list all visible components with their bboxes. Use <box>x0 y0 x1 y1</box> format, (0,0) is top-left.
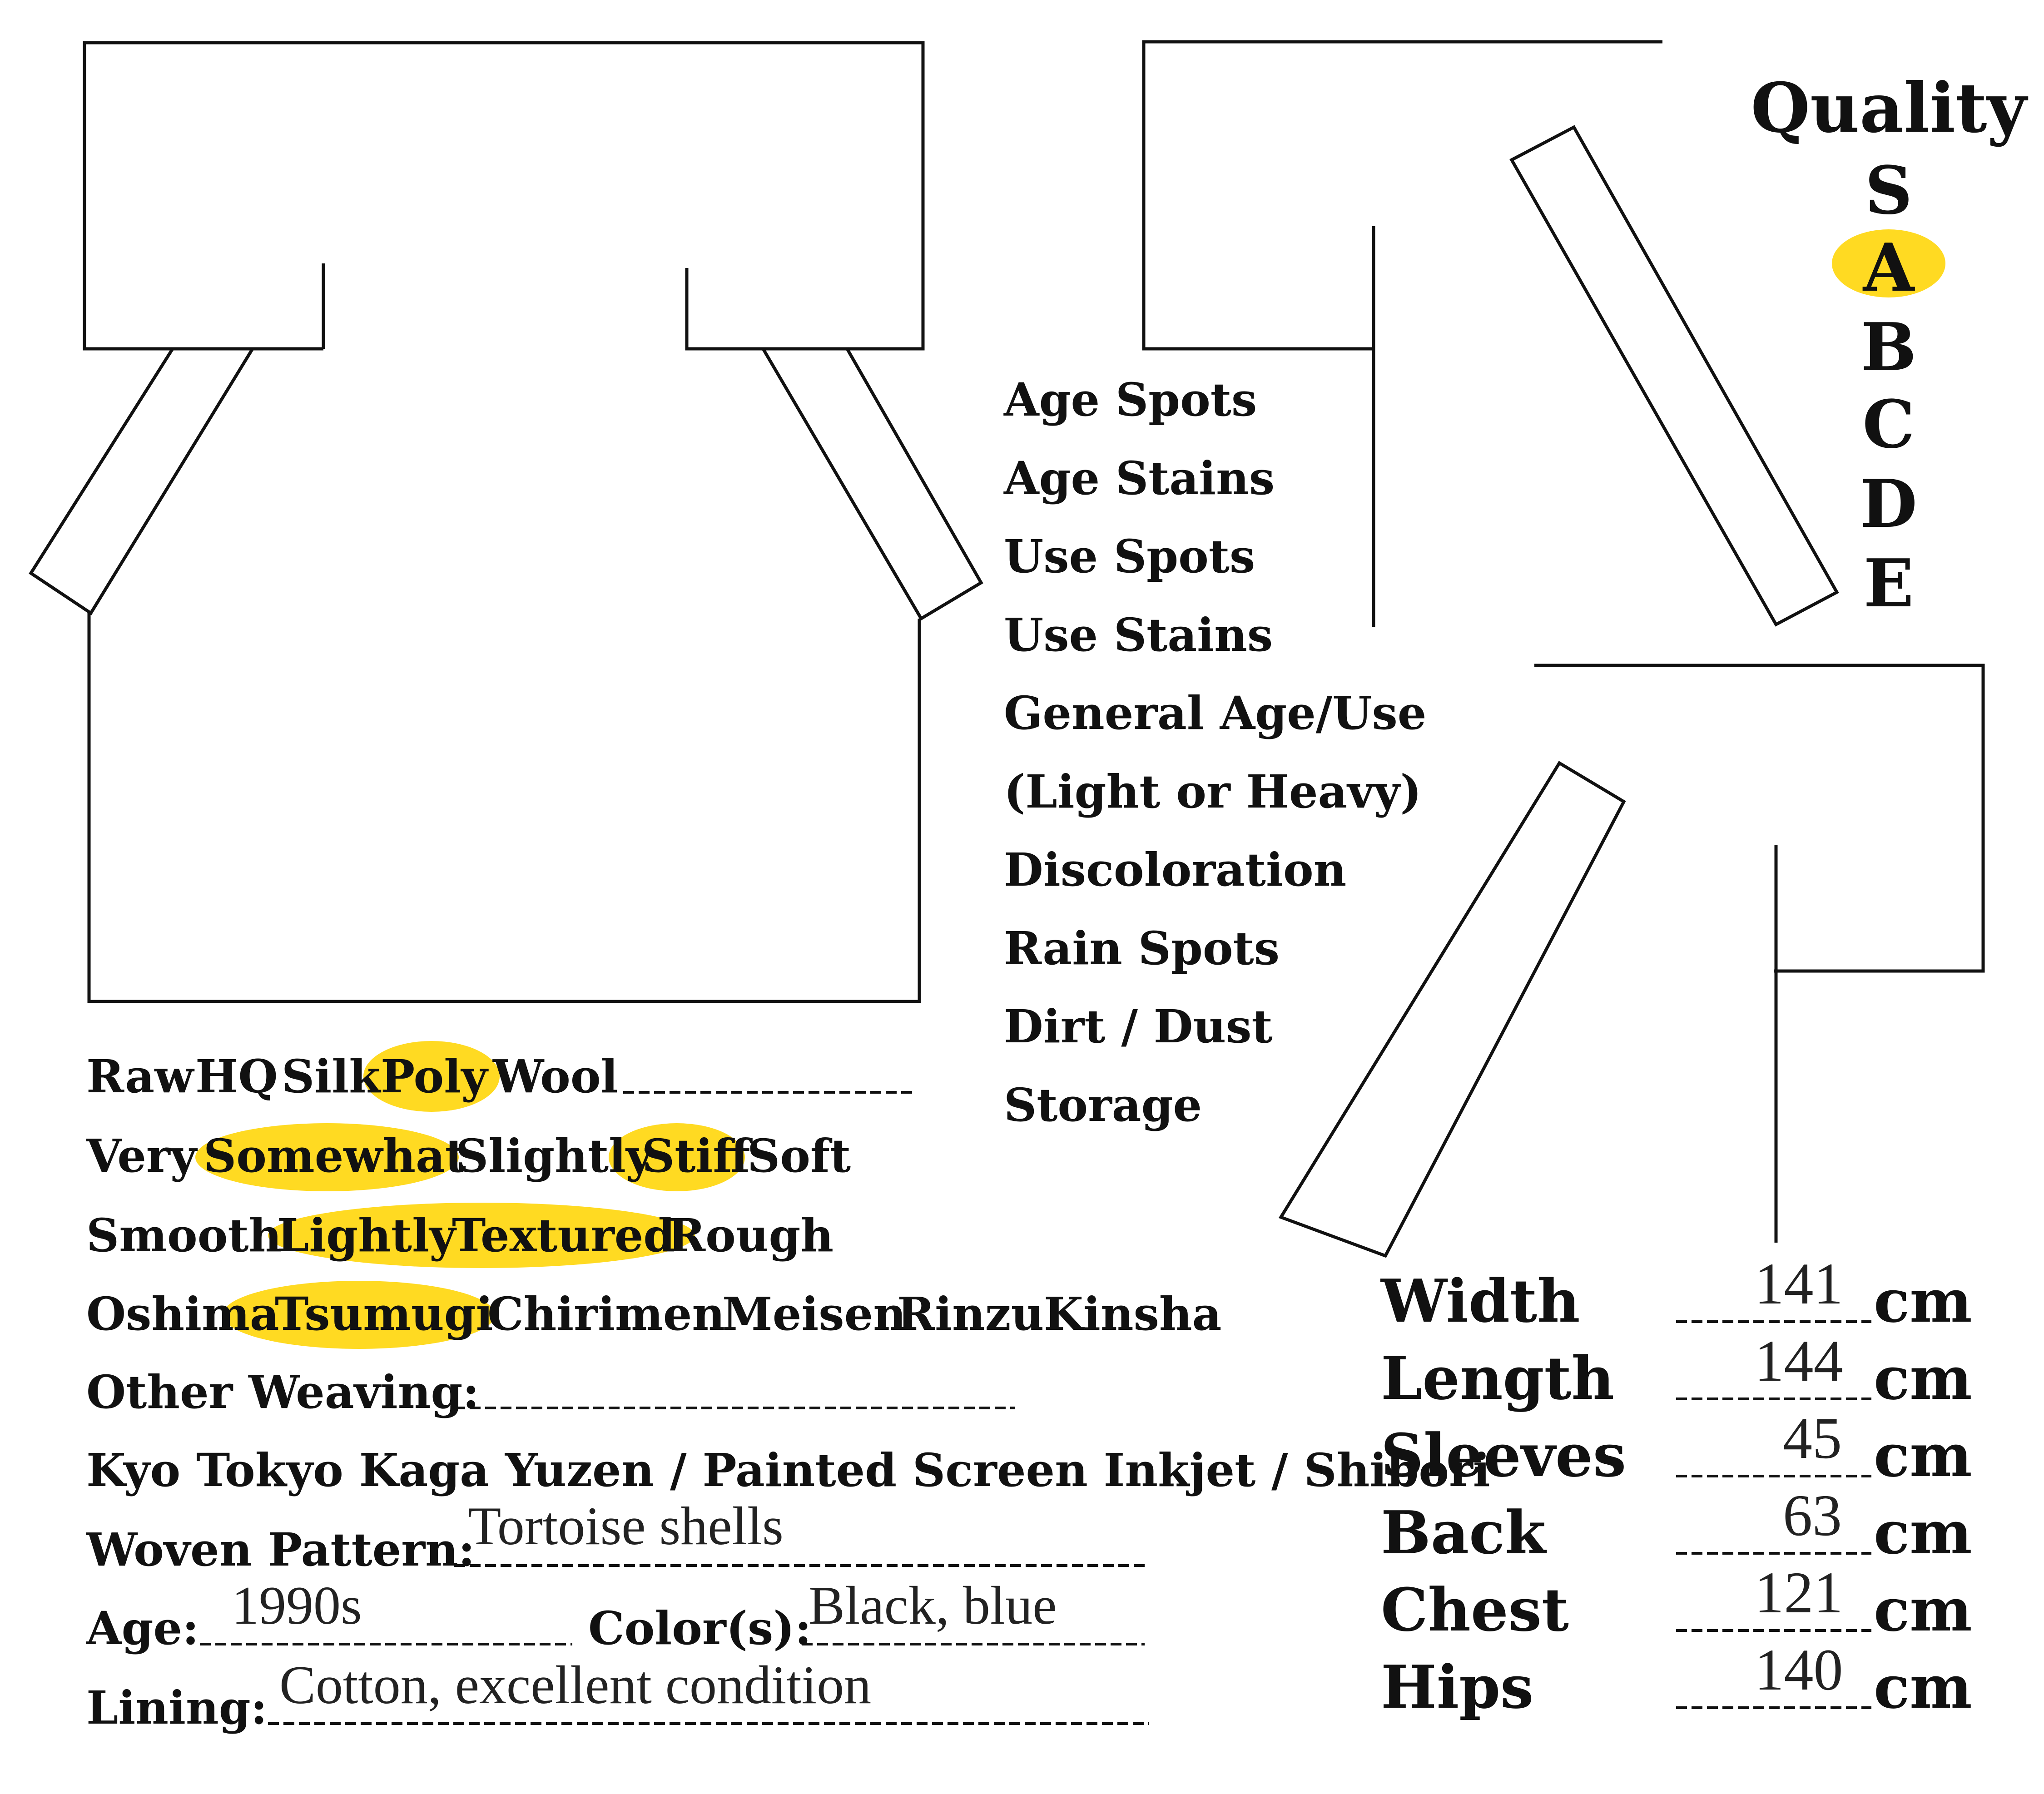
quality-grade-e[interactable]: E <box>1864 545 1914 622</box>
measurement-value-back[interactable]: 63 <box>1783 1483 1842 1548</box>
measurement-label-width: Width <box>1380 1266 1580 1336</box>
condition-use-stains[interactable]: Use Stains <box>1004 608 1273 662</box>
texture-lightly[interactable]: Lightly <box>277 1209 457 1262</box>
material-hq[interactable]: HQ <box>195 1050 278 1103</box>
quality-grade-b[interactable]: B <box>1861 309 1917 386</box>
condition-age-spots[interactable]: Age Spots <box>1003 373 1257 426</box>
measurement-unit-sleeves: cm <box>1874 1421 1972 1490</box>
measurement-value-hips[interactable]: 140 <box>1755 1637 1843 1703</box>
weaving-row: Oshima Tsumugi Chirimen Meisen Rinzu Kin… <box>86 1287 1221 1341</box>
quality-grade-c[interactable]: C <box>1862 386 1915 463</box>
highlight-somewhat <box>195 1123 459 1191</box>
kimono-front-diagram <box>29 41 983 1003</box>
material-poly[interactable]: Poly <box>381 1050 489 1103</box>
lining-value[interactable]: Cotton, excellent condition <box>279 1655 871 1715</box>
weaving-kinsha[interactable]: Kinsha <box>1044 1287 1221 1341</box>
condition-storage[interactable]: Storage <box>1004 1078 1202 1132</box>
quality-grade-s[interactable]: S <box>1865 152 1913 229</box>
measurement-label-hips: Hips <box>1381 1652 1533 1722</box>
condition-list: Age Spots Age Stains Use Spots Use Stain… <box>1003 373 1426 1132</box>
woven-pattern-value[interactable]: Tortoise shells <box>468 1496 784 1556</box>
fabric-options: Raw HQ Silk Poly Wool Very Somewhat Slig… <box>86 1050 1490 1735</box>
condition-light-or-heavy: (Light or Heavy) <box>1004 765 1422 818</box>
stiffness-row: Very Somewhat Slightly Stiff Soft <box>86 1129 851 1183</box>
front-shoulder-outline <box>83 41 925 351</box>
colors-label: Color(s): <box>588 1601 812 1655</box>
condition-age-stains[interactable]: Age Stains <box>1003 451 1275 505</box>
measurement-value-chest[interactable]: 121 <box>1755 1560 1843 1626</box>
quality-highlight <box>1832 229 1945 297</box>
measurement-value-length[interactable]: 144 <box>1755 1328 1843 1394</box>
stiffness-stiff[interactable]: Stiff <box>642 1129 753 1183</box>
weaving-tsumugi[interactable]: Tsumugi <box>275 1287 493 1341</box>
texture-smooth[interactable]: Smooth <box>86 1209 282 1262</box>
texture-textured[interactable]: Textured <box>452 1209 675 1262</box>
condition-dirt-dust[interactable]: Dirt / Dust <box>1004 1000 1273 1053</box>
kimono-back-diagram <box>1142 40 1985 1258</box>
quality-grade-a[interactable]: A <box>1862 229 1915 307</box>
material-row: Raw HQ Silk Poly Wool <box>86 1050 618 1103</box>
measurement-value-width[interactable]: 141 <box>1755 1251 1843 1317</box>
back-diagonal-band-lower <box>1278 761 1626 1258</box>
condition-use-spots[interactable]: Use Spots <box>1004 530 1255 583</box>
texture-row: Smooth Lightly Textured Rough <box>86 1209 833 1262</box>
dye-method-line[interactable]: Kyo Tokyo Kaga Yuzen / Painted Screen In… <box>86 1443 1490 1497</box>
measurements-table: Width 141 cm Length 144 cm Sleeves 45 cm… <box>1380 1251 1972 1722</box>
left-collar-band <box>29 347 256 615</box>
measurement-unit-back: cm <box>1874 1498 1972 1567</box>
highlight-lightly-textured <box>268 1203 695 1268</box>
weaving-meisen[interactable]: Meisen <box>722 1287 906 1341</box>
front-body-outline <box>87 613 921 1003</box>
measurement-label-length: Length <box>1381 1343 1614 1413</box>
measurement-unit-hips: cm <box>1874 1652 1972 1722</box>
woven-pattern-label: Woven Pattern: <box>86 1523 475 1576</box>
back-top-outline <box>1142 40 1662 351</box>
stiffness-very[interactable]: Very <box>86 1129 198 1183</box>
other-weaving-label: Other Weaving: <box>86 1365 479 1419</box>
condition-general-age-use[interactable]: General Age/Use <box>1004 686 1426 740</box>
colors-value[interactable]: Black, blue <box>809 1575 1057 1635</box>
lining-label: Lining: <box>86 1681 268 1735</box>
condition-discoloration[interactable]: Discoloration <box>1004 843 1346 897</box>
quality-section: Quality S A B C D E <box>1751 68 2028 622</box>
measurement-value-sleeves[interactable]: 45 <box>1783 1406 1842 1471</box>
back-bottom-outline <box>1534 664 1985 973</box>
material-raw[interactable]: Raw <box>86 1050 195 1103</box>
right-collar-band <box>760 347 983 621</box>
measurement-label-chest: Chest <box>1381 1575 1569 1645</box>
measurement-label-sleeves: Sleeves <box>1381 1421 1626 1490</box>
measurement-unit-chest: cm <box>1874 1575 1972 1645</box>
age-label: Age: <box>86 1601 199 1655</box>
material-wool[interactable]: Wool <box>492 1050 618 1103</box>
material-silk[interactable]: Silk <box>282 1050 381 1103</box>
quality-grade-d[interactable]: D <box>1860 466 1917 543</box>
quality-title: Quality <box>1751 68 2028 148</box>
highlight-poly <box>363 1041 500 1112</box>
stiffness-somewhat[interactable]: Somewhat <box>203 1129 466 1183</box>
stiffness-soft[interactable]: Soft <box>747 1129 851 1183</box>
weaving-oshima[interactable]: Oshima <box>86 1287 279 1341</box>
measurement-label-back: Back <box>1381 1498 1547 1567</box>
highlight-tsumugi <box>223 1281 495 1349</box>
highlighter-marks <box>195 1041 745 1349</box>
condition-rain-spots[interactable]: Rain Spots <box>1004 922 1280 975</box>
texture-rough[interactable]: Rough <box>668 1209 833 1262</box>
highlight-stiff <box>609 1123 745 1191</box>
age-value[interactable]: 1990s <box>232 1575 362 1635</box>
weaving-chirimen[interactable]: Chirimen <box>487 1287 725 1341</box>
weaving-rinzu[interactable]: Rinzu <box>897 1287 1044 1341</box>
back-diagonal-band-upper <box>1509 125 1839 627</box>
stiffness-slightly[interactable]: Slightly <box>456 1129 654 1183</box>
measurement-unit-length: cm <box>1874 1343 1972 1413</box>
measurement-unit-width: cm <box>1874 1266 1972 1336</box>
